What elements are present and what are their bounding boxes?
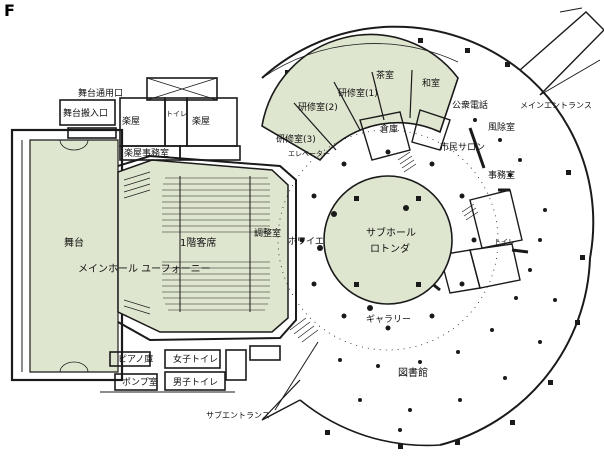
stairs: [289, 151, 479, 343]
label-dressing-room-a: 楽屋: [122, 115, 140, 127]
label-dressing-office: 楽屋事務室: [124, 147, 169, 159]
label-sub-entrance: サブエントランス: [206, 410, 270, 420]
label-toilet-right: トイレ: [494, 238, 515, 246]
library-pillars: [338, 118, 557, 432]
label-training-room-1: 研修室(1): [338, 87, 378, 99]
label-toilet-top: トイレ: [166, 110, 187, 118]
label-stage-entrance: 舞台通用口: [78, 87, 123, 99]
label-sub-hall: サブホール: [366, 226, 416, 239]
label-rotunda: ロトンダ: [370, 242, 410, 255]
label-citizen-salon: 市民サロン: [440, 141, 485, 153]
outer-ring: [261, 7, 604, 447]
label-first-floor-seats: 1階客席: [180, 236, 216, 249]
label-training-room-2: 研修室(2): [298, 101, 338, 113]
rotunda: [277, 129, 499, 351]
top-rooms: [59, 77, 241, 161]
label-foyer: ホワイエ: [288, 236, 324, 247]
label-stage-loading: 舞台搬入口: [63, 107, 108, 119]
label-mens-toilet: 男子トイレ: [173, 377, 218, 388]
label-japanese-room: 和室: [422, 77, 440, 89]
label-control-room: 調整室: [254, 227, 281, 239]
label-main-hall: メインホール ユーフォーニー: [78, 263, 211, 275]
hall-block: [10, 128, 297, 382]
label-library: 図書館: [398, 366, 428, 379]
label-public-phone: 公衆電話: [452, 99, 488, 111]
label-elevator: エレベーター: [288, 149, 330, 158]
label-training-room-3: 研修室(3): [276, 133, 316, 145]
label-tea-room: 茶室: [376, 69, 394, 81]
training-wing: [261, 33, 459, 162]
label-gallery: ギャラリー: [366, 314, 411, 325]
label-stage: 舞台: [64, 236, 84, 249]
label-wind-room: 風除室: [488, 121, 515, 133]
label-pump-room: ポンプ室: [122, 376, 158, 388]
label-womens-toilet: 女子トイレ: [173, 353, 218, 365]
bottom-rooms: [100, 345, 281, 393]
label-warehouse: 倉庫: [380, 123, 398, 135]
label-main-entrance: メインエントランス: [520, 101, 592, 110]
panel-letter: F: [4, 1, 15, 20]
label-office: 事務室: [488, 169, 515, 181]
map-labels: 舞台通用口 舞台搬入口 楽屋 トイレ 楽屋 楽屋事務室 舞台 メインホール ユー…: [63, 69, 592, 420]
label-piano-storage: ピアノ庫: [118, 353, 153, 365]
label-dressing-room-b: 楽屋: [192, 115, 210, 127]
wall-segments: [429, 127, 529, 292]
right-rooms: [359, 109, 523, 294]
